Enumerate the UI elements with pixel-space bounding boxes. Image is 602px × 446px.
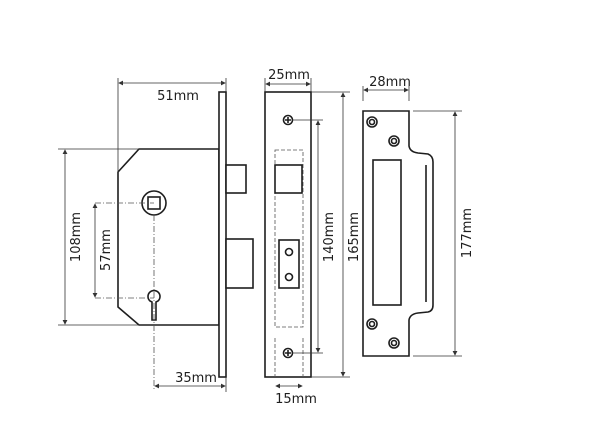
svg-text:25mm: 25mm (268, 68, 310, 83)
dimension-35mm: 35mm (154, 371, 226, 389)
screw-hole-icon (366, 318, 378, 330)
screw-hole-icon (366, 116, 378, 128)
svg-text:35mm: 35mm (175, 371, 217, 386)
svg-text:165mm: 165mm (347, 212, 362, 262)
screw-hole-icon (388, 337, 400, 349)
svg-text:15mm: 15mm (275, 392, 317, 407)
latch-aperture (278, 239, 300, 289)
dimension-108mm: 108mm (62, 149, 84, 325)
screw-icon (282, 114, 294, 126)
strike-aperture (372, 159, 402, 306)
screw-icon (282, 347, 294, 359)
dimension-28mm: 28mm (363, 75, 411, 93)
dimension-51mm: 51mm (118, 80, 226, 104)
svg-text:177mm: 177mm (460, 208, 475, 258)
dimension-25mm: 25mm (265, 68, 311, 87)
lock-body (117, 148, 220, 326)
deadbolt (225, 164, 247, 194)
forend-front-view (264, 78, 350, 378)
forend-plate (218, 91, 227, 378)
svg-text:108mm: 108mm (69, 212, 84, 262)
lock-case-side-view (58, 78, 254, 392)
deadbolt-aperture (274, 164, 303, 194)
dimension-177mm: 177mm (452, 111, 475, 356)
forend-face (264, 91, 312, 378)
latch-bolt (225, 238, 254, 289)
svg-text:140mm: 140mm (322, 212, 337, 262)
dimension-15mm: 15mm (275, 383, 317, 407)
dimension-140mm: 140mm (315, 120, 337, 353)
screw-hole-icon (388, 135, 400, 147)
svg-text:28mm: 28mm (369, 75, 411, 90)
strike-plate (362, 86, 462, 357)
svg-text:51mm: 51mm (157, 89, 199, 104)
dimension-165mm: 165mm (340, 92, 362, 377)
svg-text:57mm: 57mm (99, 229, 114, 271)
dimension-57mm: 57mm (92, 203, 114, 298)
